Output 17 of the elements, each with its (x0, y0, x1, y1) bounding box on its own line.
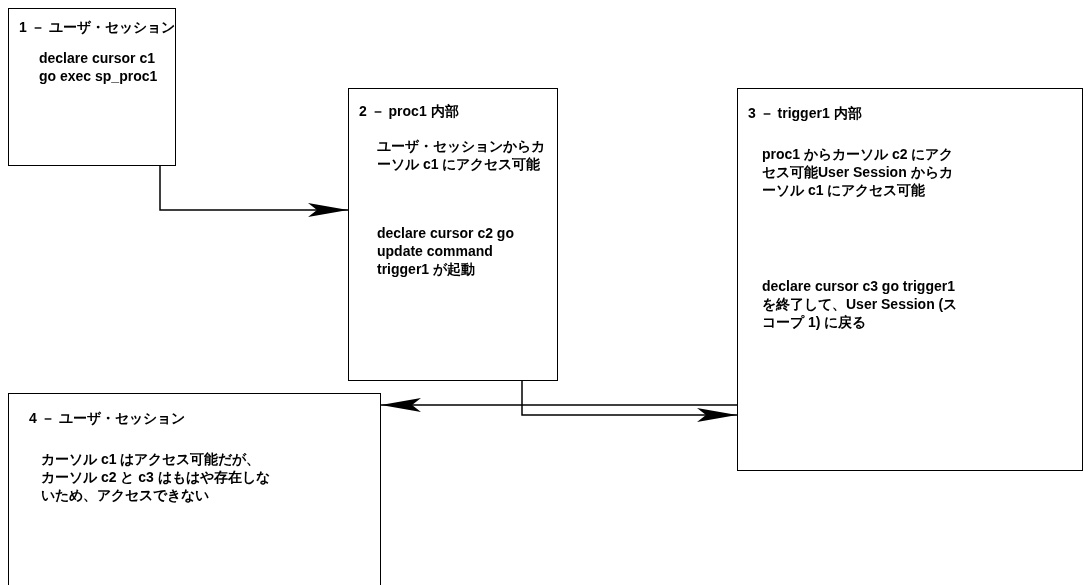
body-text: proc1 からカーソル c2 にアクセス可能User Session からカーソル c1 にアクセス可能 (762, 145, 955, 199)
body-text: ユーザ・セッションからカーソル c1 にアクセス可能 (377, 137, 546, 173)
box-heading: 2 － proc1 内部 (359, 103, 459, 121)
text-box (348, 88, 558, 381)
body-text: declare cursor c1 go exec sp_proc1 (39, 49, 159, 85)
arrow (380, 398, 738, 412)
box-heading: 1 － ユーザ・セッション (19, 19, 175, 37)
body-text: カーソル c1 はアクセス可能だが、カーソル c2 と c3 はもはや存在しないため、アクセスできない (41, 450, 271, 504)
arrow (159, 165, 349, 217)
box-heading: 4 － ユーザ・セッション (29, 410, 185, 428)
text-box (8, 8, 176, 166)
body-text: declare cursor c3 go trigger1 を終了して、User Session (スコープ 1) に戻る (762, 277, 959, 331)
text-box (737, 88, 1083, 471)
text-box (8, 393, 381, 585)
body-text: declare cursor c2 go update command trigger1 が起動 (377, 224, 515, 278)
box-heading: 3 － trigger1 内部 (748, 105, 862, 123)
arrow (521, 380, 738, 422)
